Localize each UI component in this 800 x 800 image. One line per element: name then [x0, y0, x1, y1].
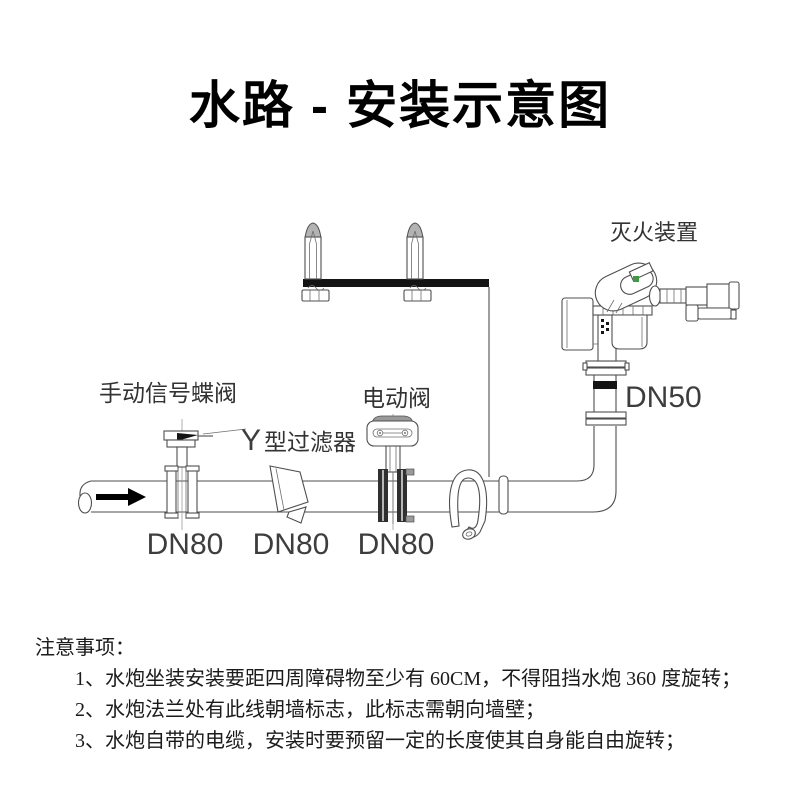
notes-section: 注意事项： 1、水炮坐装安装要距四周障碍物至少有 60CM，不得阻挡水炮 360…: [35, 633, 783, 757]
dn50-riser: [582, 360, 630, 426]
electric-valve: [366, 414, 419, 530]
valve-stem: [176, 446, 188, 468]
valve-stem: [385, 445, 401, 473]
flange: [585, 360, 627, 368]
flow-arrow-icon: [96, 488, 146, 506]
pipe-end-cap: [79, 480, 92, 497]
dn80-label: DN80: [253, 528, 330, 561]
flange: [585, 418, 627, 426]
anchor-bolt: [304, 222, 322, 280]
y-filter-label-glyph: Y: [241, 424, 261, 457]
note-item: 2、水炮法兰处有此线朝墙标志，此标志需朝向墙壁；: [75, 699, 545, 721]
dn80-label: DN80: [147, 528, 224, 561]
manual-valve-label: 手动信号蝶阀: [99, 380, 237, 406]
barrel-ring: [648, 285, 662, 307]
butterfly-valve: [163, 419, 247, 530]
label-leader-line: [202, 428, 247, 435]
dn50-label: DN50: [625, 381, 702, 414]
wall-facing-mark: [593, 381, 617, 389]
motor-box: [561, 297, 594, 351]
mounting-bar: [303, 279, 489, 287]
page-title: 水路 - 安装示意图: [188, 77, 612, 134]
pipe-break-symbol: [77, 492, 93, 514]
clamp-foot: [462, 528, 476, 540]
flange: [166, 466, 177, 519]
hanger-nut: [403, 285, 432, 302]
pipe-bottom-edge: [91, 426, 617, 513]
flange: [187, 466, 198, 519]
ceiling-hanger: [301, 222, 490, 477]
top-cap: [628, 261, 654, 281]
electric-valve-label: 电动阀: [362, 385, 431, 411]
fire-device-label: 灭火装置: [610, 220, 698, 245]
main-pipe: [77, 426, 617, 514]
bolt-dots: [601, 319, 609, 334]
dn80-label: DN80: [358, 528, 435, 561]
pipe-clamp: [449, 469, 488, 540]
body-housing: [611, 314, 648, 350]
valve-lever: [177, 433, 198, 441]
anchor-bolt: [406, 222, 424, 280]
pipe-top-edge: [91, 426, 595, 482]
hanger-nut: [301, 285, 330, 302]
y-filter: [269, 465, 309, 524]
barrel: [659, 281, 740, 322]
flange: [585, 367, 627, 376]
note-item: 1、水炮坐装安装要距四周障碍物至少有 60CM，不得阻挡水炮 360 度旋转；: [75, 668, 742, 690]
notes-heading: 注意事项：: [35, 637, 135, 659]
flange: [585, 411, 627, 419]
actuator-head: [366, 420, 419, 447]
note-item: 3、水炮自带的电缆，安装时要预留一定的长度使其自身能自由旋转；: [75, 730, 685, 752]
green-marker: [633, 276, 639, 282]
pipe-coupling: [498, 475, 509, 515]
fire-monitor: [561, 261, 740, 362]
y-filter-label: 型过滤器: [264, 429, 356, 455]
